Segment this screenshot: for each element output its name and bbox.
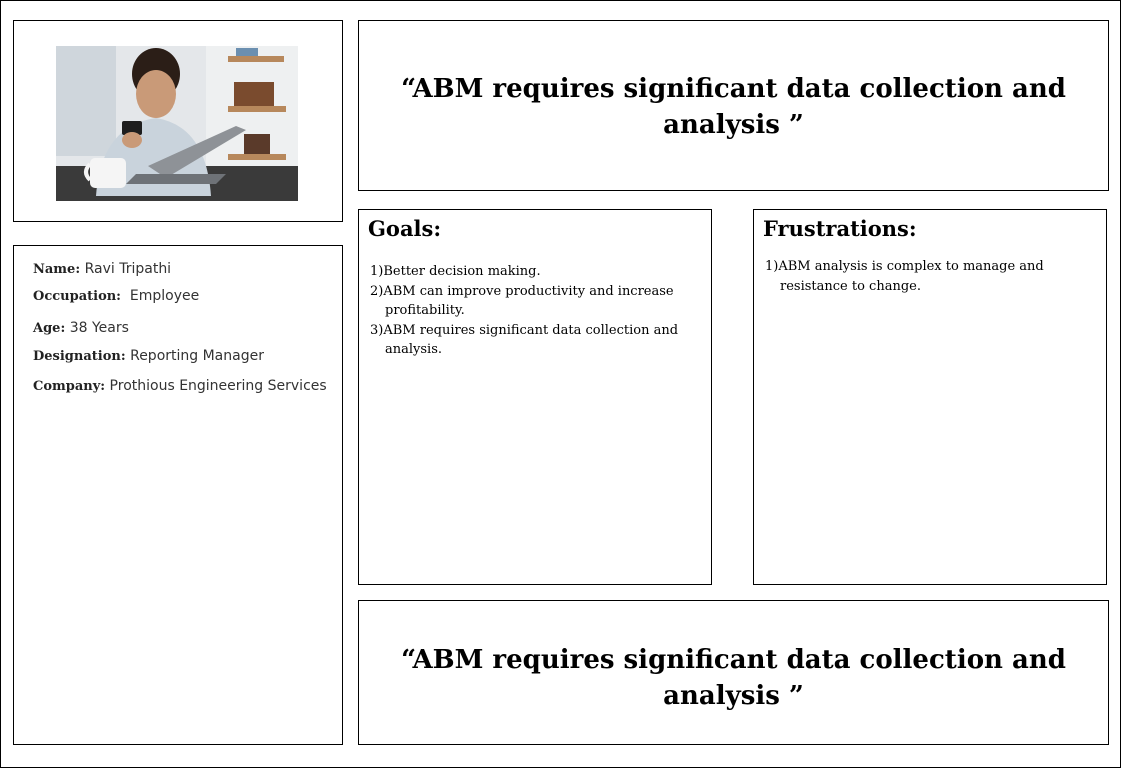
photo-card (13, 20, 343, 222)
persona-photo (56, 46, 298, 201)
top-quote-text: “ABM requires significant data collectio… (401, 74, 1066, 140)
designation-label: Designation: (33, 349, 126, 364)
bottom-quote-card: “ABM requires significant data collectio… (358, 600, 1109, 745)
bottom-quote-text: “ABM requires significant data collectio… (401, 645, 1066, 711)
frustrations-list: 1)ABM analysis is complex to manage and … (765, 257, 1094, 296)
goals-title: Goals: (368, 216, 442, 241)
occupation-value: Employee (129, 288, 200, 304)
name-value: Ravi Tripathi (84, 261, 172, 277)
name-label: Name: (33, 262, 81, 277)
profile-card: Name: Ravi Tripathi Occupation: Employee… (13, 245, 343, 745)
frustrations-card: Frustrations: 1)ABM analysis is complex … (753, 209, 1107, 585)
goals-card: Goals: 1)Better decision making. 2)ABM c… (358, 209, 712, 585)
goal-item: 1)Better decision making. (370, 264, 541, 279)
company-label: Company: (33, 379, 106, 394)
frustrations-title: Frustrations: (763, 216, 917, 241)
profile-occupation-row: Occupation: Employee (33, 288, 199, 304)
frustration-item: 1)ABM analysis is complex to manage and … (765, 259, 1044, 294)
goals-list: 1)Better decision making. 2)ABM can impr… (370, 262, 699, 360)
designation-value: Reporting Manager (130, 348, 264, 364)
company-value: Prothious Engineering Services (109, 378, 327, 394)
age-label: Age: (33, 321, 66, 336)
goal-item: 2)ABM can improve productivity and incre… (370, 283, 674, 319)
profile-company-row: Company: Prothious Engineering Services (33, 378, 327, 394)
profile-designation-row: Designation: Reporting Manager (33, 348, 264, 364)
persona-photo-illustration (56, 46, 298, 201)
profile-name-row: Name: Ravi Tripathi (33, 261, 171, 277)
goal-item: 3)ABM requires significant data collecti… (370, 322, 679, 358)
profile-age-row: Age: 38 Years (33, 320, 129, 336)
age-value: 38 Years (69, 320, 129, 336)
top-quote-card: “ABM requires significant data collectio… (358, 20, 1109, 191)
occupation-label: Occupation: (33, 289, 121, 304)
